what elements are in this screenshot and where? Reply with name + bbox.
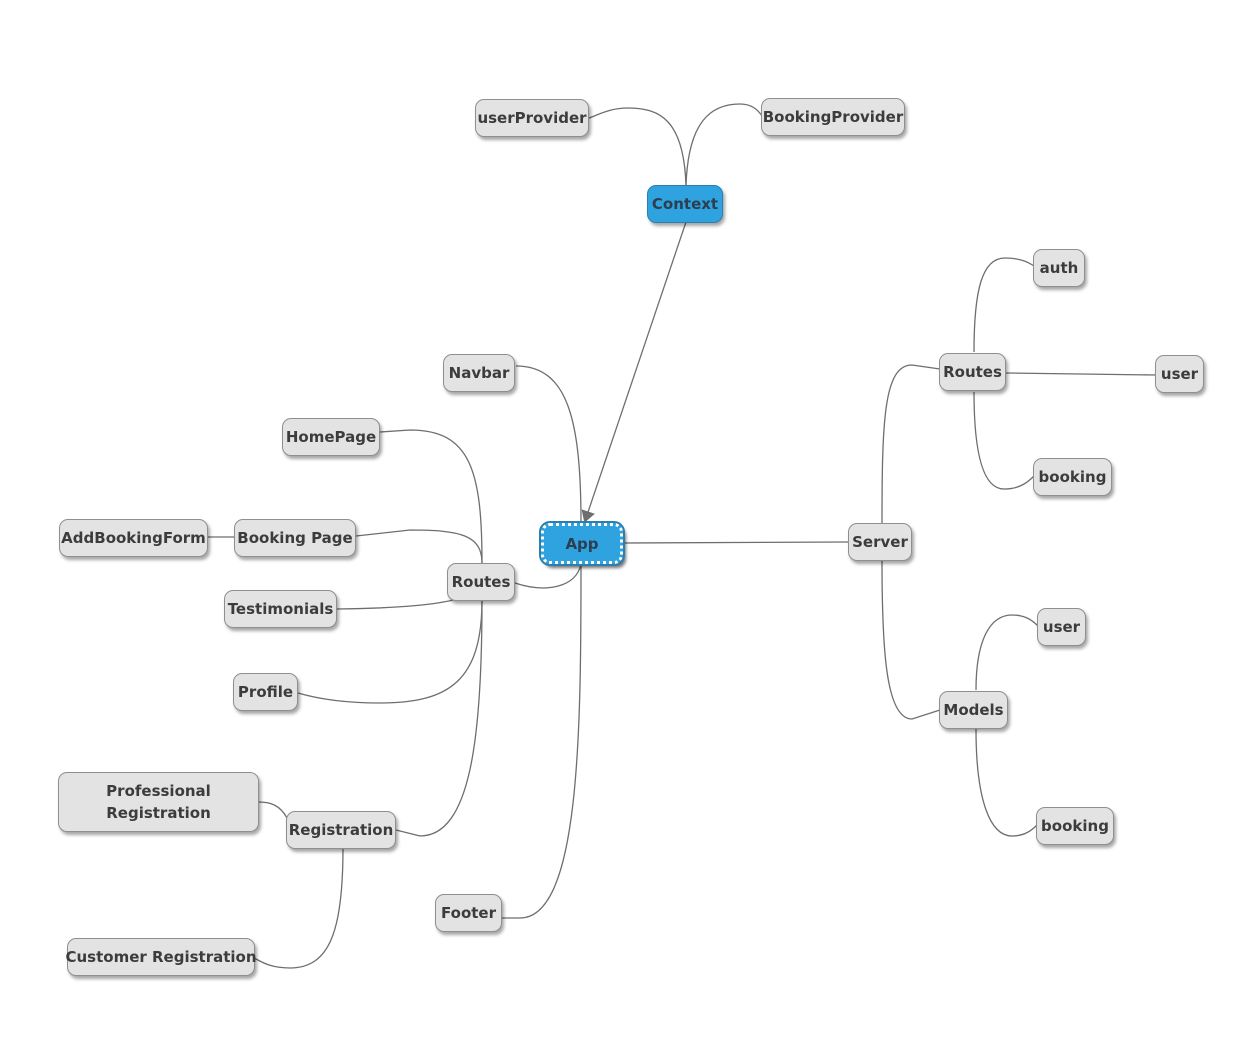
node-customer-registration[interactable]: Customer Registration bbox=[65, 938, 257, 976]
edge-app-routes bbox=[514, 563, 582, 589]
node-professional-registration[interactable]: Professional Registration bbox=[58, 772, 259, 832]
node-profile[interactable]: Profile bbox=[233, 673, 298, 711]
node-models-user[interactable]: user bbox=[1037, 608, 1086, 646]
edge-routes-registration bbox=[395, 599, 483, 837]
node-addbookingform[interactable]: AddBookingForm bbox=[59, 519, 208, 557]
edge-app-server bbox=[622, 541, 850, 544]
node-navbar[interactable]: Navbar bbox=[443, 354, 515, 392]
edge-models-user bbox=[975, 614, 1039, 691]
node-models[interactable]: Models bbox=[939, 691, 1008, 729]
edge-routes-homepage bbox=[379, 429, 483, 564]
edge-context-bookingprovider bbox=[685, 103, 763, 187]
edge-server-routes bbox=[881, 364, 941, 524]
node-booking-page[interactable]: Booking Page bbox=[234, 519, 356, 557]
edge-server-models bbox=[881, 560, 941, 720]
node-footer[interactable]: Footer bbox=[435, 894, 502, 932]
edge-serverroutes-user bbox=[1005, 372, 1157, 376]
node-server-routes[interactable]: Routes bbox=[939, 353, 1006, 391]
node-routes-booking[interactable]: booking bbox=[1033, 458, 1112, 496]
node-client-routes[interactable]: Routes bbox=[447, 563, 515, 601]
node-bookingprovider[interactable]: BookingProvider bbox=[761, 98, 905, 136]
node-context[interactable]: Context bbox=[647, 185, 723, 223]
node-routes-user[interactable]: user bbox=[1155, 355, 1204, 393]
node-server[interactable]: Server bbox=[848, 523, 912, 561]
edge-context-userprovider bbox=[588, 107, 687, 187]
edge-app-footer bbox=[502, 563, 582, 919]
node-testimonials[interactable]: Testimonials bbox=[224, 590, 337, 628]
node-app[interactable]: App bbox=[539, 521, 625, 566]
edge-serverroutes-booking bbox=[973, 391, 1035, 490]
node-registration[interactable]: Registration bbox=[286, 811, 396, 849]
node-routes-auth[interactable]: auth bbox=[1033, 249, 1085, 287]
node-homepage[interactable]: HomePage bbox=[282, 418, 380, 456]
edge-app-navbar bbox=[515, 365, 582, 525]
node-models-booking[interactable]: booking bbox=[1036, 807, 1114, 845]
edge-registration-customer bbox=[253, 847, 344, 969]
edge-models-booking bbox=[975, 728, 1038, 837]
edge-context-app bbox=[581, 221, 687, 523]
edge-registration-professional bbox=[258, 801, 288, 819]
edge-serverroutes-auth bbox=[973, 257, 1035, 353]
edge-routes-profile bbox=[297, 599, 483, 704]
edge-routes-bookingpage bbox=[355, 529, 483, 564]
node-userprovider[interactable]: userProvider bbox=[475, 99, 589, 137]
